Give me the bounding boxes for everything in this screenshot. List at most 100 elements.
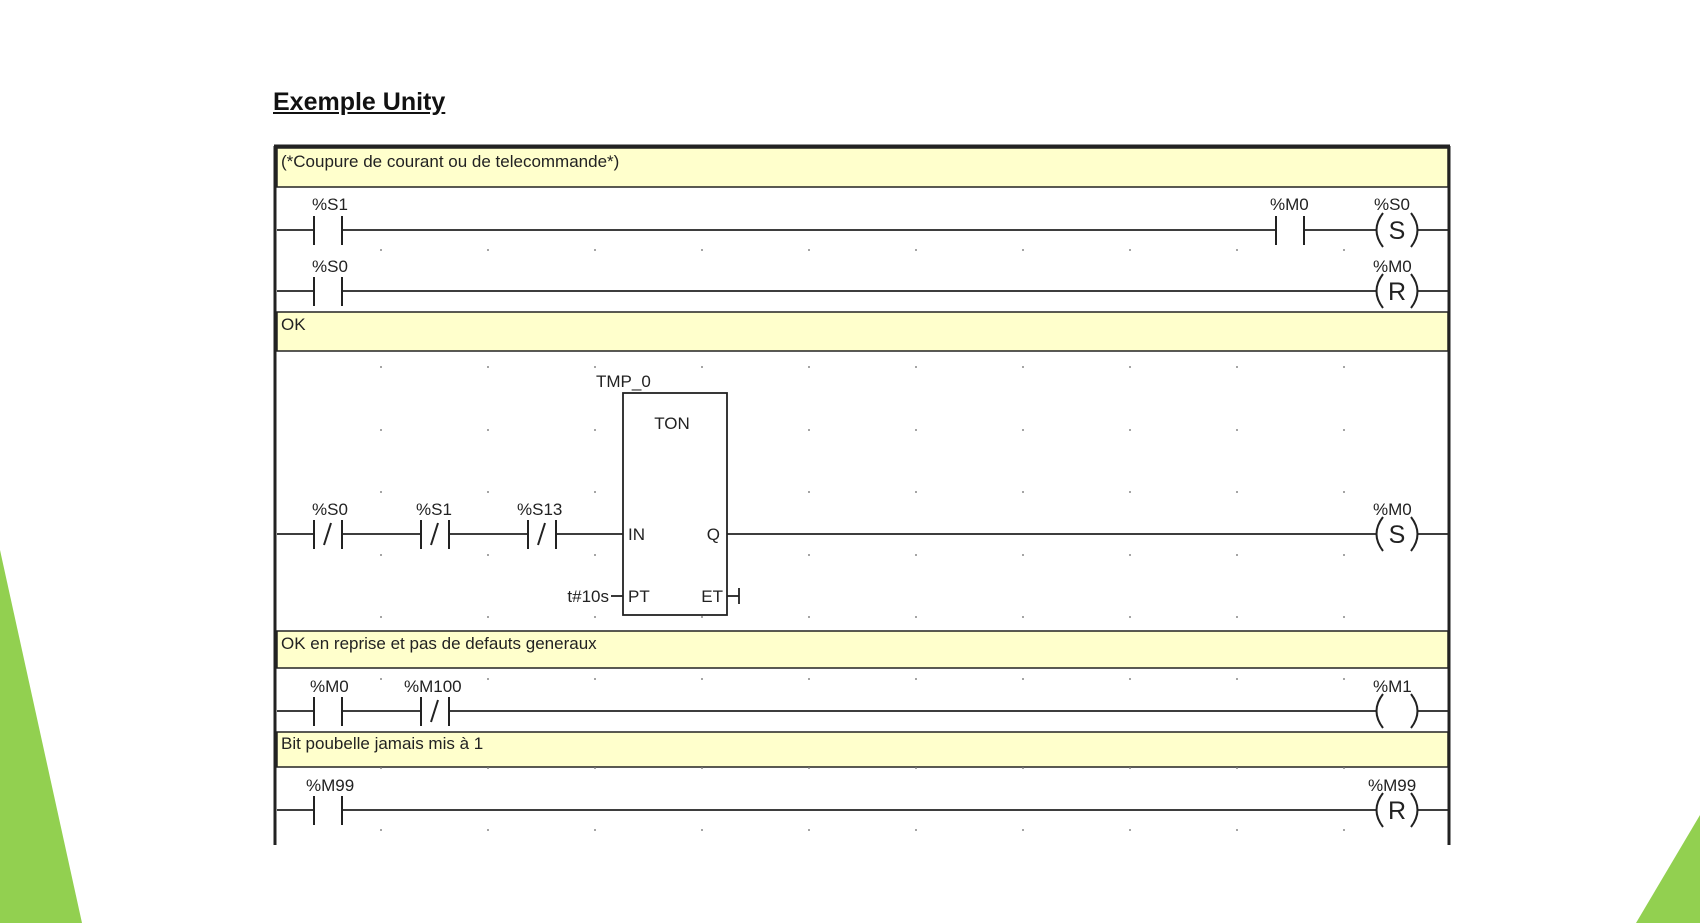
contact-nc-m100	[420, 697, 450, 726]
comment-bar-2: OK	[276, 311, 1449, 352]
grid-dot	[1236, 491, 1238, 493]
grid-dot	[915, 366, 917, 368]
grid-dot	[1022, 366, 1024, 368]
grid-dot	[915, 678, 917, 680]
contact-no-m0-rung4	[313, 697, 343, 726]
grid-dot	[594, 249, 596, 251]
coil-label: %M99	[1368, 776, 1416, 795]
grid-dot	[1236, 616, 1238, 618]
grid-dot	[808, 429, 810, 431]
grid-dot	[487, 249, 489, 251]
contact-no-s1	[313, 216, 343, 245]
timer-pin-q: Q	[707, 525, 720, 544]
timer-pin-in: IN	[628, 525, 645, 544]
grid-dot	[808, 554, 810, 556]
right-green-triangle	[1636, 815, 1700, 923]
grid-dot	[1022, 616, 1024, 618]
timer-box	[622, 392, 728, 616]
grid-dot	[380, 767, 382, 769]
contact-no-m99	[313, 796, 343, 825]
grid-dot	[701, 249, 703, 251]
grid-dot	[701, 767, 703, 769]
contact-label: %S0	[312, 500, 348, 519]
coil-reset-m0	[1375, 273, 1419, 309]
grid-dot	[487, 554, 489, 556]
grid-dot	[487, 366, 489, 368]
grid-dot	[1343, 429, 1345, 431]
grid-dot	[1236, 554, 1238, 556]
grid-dot	[594, 429, 596, 431]
grid-dot	[1343, 678, 1345, 680]
grid-dot	[487, 678, 489, 680]
grid-dot	[487, 491, 489, 493]
coil-type: S	[1389, 217, 1406, 245]
grid-dot	[594, 491, 596, 493]
coil-type: S	[1389, 521, 1406, 549]
grid-dot	[1236, 429, 1238, 431]
timer-type: TON	[654, 414, 690, 433]
grid-dot	[808, 366, 810, 368]
grid-dot	[1236, 678, 1238, 680]
coil-label: %M0	[1373, 500, 1412, 519]
left-green-triangle	[0, 550, 82, 923]
grid-dot	[380, 249, 382, 251]
grid-dot	[487, 767, 489, 769]
comment-bar-1: (*Coupure de courant ou de telecommande*…	[276, 147, 1449, 188]
grid-dot	[1343, 554, 1345, 556]
coil-label: %S0	[1374, 195, 1410, 214]
grid-dot	[1129, 678, 1131, 680]
grid-dot	[701, 678, 703, 680]
grid-dot	[1343, 616, 1345, 618]
grid-dot	[1022, 491, 1024, 493]
grid-dot	[594, 678, 596, 680]
grid-dot	[1343, 491, 1345, 493]
contact-no-s0	[313, 277, 343, 306]
comment-text-2: OK	[281, 315, 306, 334]
timer-preset-value: t#10s	[567, 587, 609, 606]
grid-dot	[915, 554, 917, 556]
grid-dot	[380, 429, 382, 431]
grid-dot	[1022, 678, 1024, 680]
grid-dot	[380, 829, 382, 831]
contact-label: %M0	[1270, 195, 1309, 214]
grid-dot	[594, 554, 596, 556]
grid-dot	[1343, 767, 1345, 769]
grid-dot	[487, 616, 489, 618]
grid-dot	[1343, 829, 1345, 831]
contact-label: %S1	[312, 195, 348, 214]
coil-label: %M1	[1373, 677, 1412, 696]
contact-nc-s13	[527, 520, 557, 549]
grid-dot	[701, 366, 703, 368]
slide-title: Exemple Unity	[273, 88, 446, 116]
coil-label: %M0	[1373, 257, 1412, 276]
grid-dot	[1129, 829, 1131, 831]
timer-pin-et: ET	[701, 587, 723, 606]
grid-dot	[594, 829, 596, 831]
timer-instance-name: TMP_0	[596, 372, 651, 391]
grid-dot	[594, 366, 596, 368]
grid-dot	[1129, 249, 1131, 251]
grid-dot	[701, 616, 703, 618]
grid-dot	[380, 491, 382, 493]
grid-dot	[1129, 491, 1131, 493]
grid-dot	[1236, 767, 1238, 769]
grid-dot	[1236, 829, 1238, 831]
grid-dot	[915, 249, 917, 251]
contact-label: %S0	[312, 257, 348, 276]
grid-dot	[380, 678, 382, 680]
coil-type: R	[1388, 797, 1406, 825]
grid-dot	[1343, 366, 1345, 368]
comment-text-4: Bit poubelle jamais mis à 1	[281, 734, 483, 753]
grid-dot	[594, 616, 596, 618]
grid-dot	[594, 767, 596, 769]
grid-dot	[808, 767, 810, 769]
contact-label: %S13	[517, 500, 562, 519]
contact-label: %M100	[404, 677, 462, 696]
grid-dot	[1022, 829, 1024, 831]
grid-dot	[915, 767, 917, 769]
contact-label: %M0	[310, 677, 349, 696]
grid-dot	[915, 616, 917, 618]
grid-dot	[915, 491, 917, 493]
